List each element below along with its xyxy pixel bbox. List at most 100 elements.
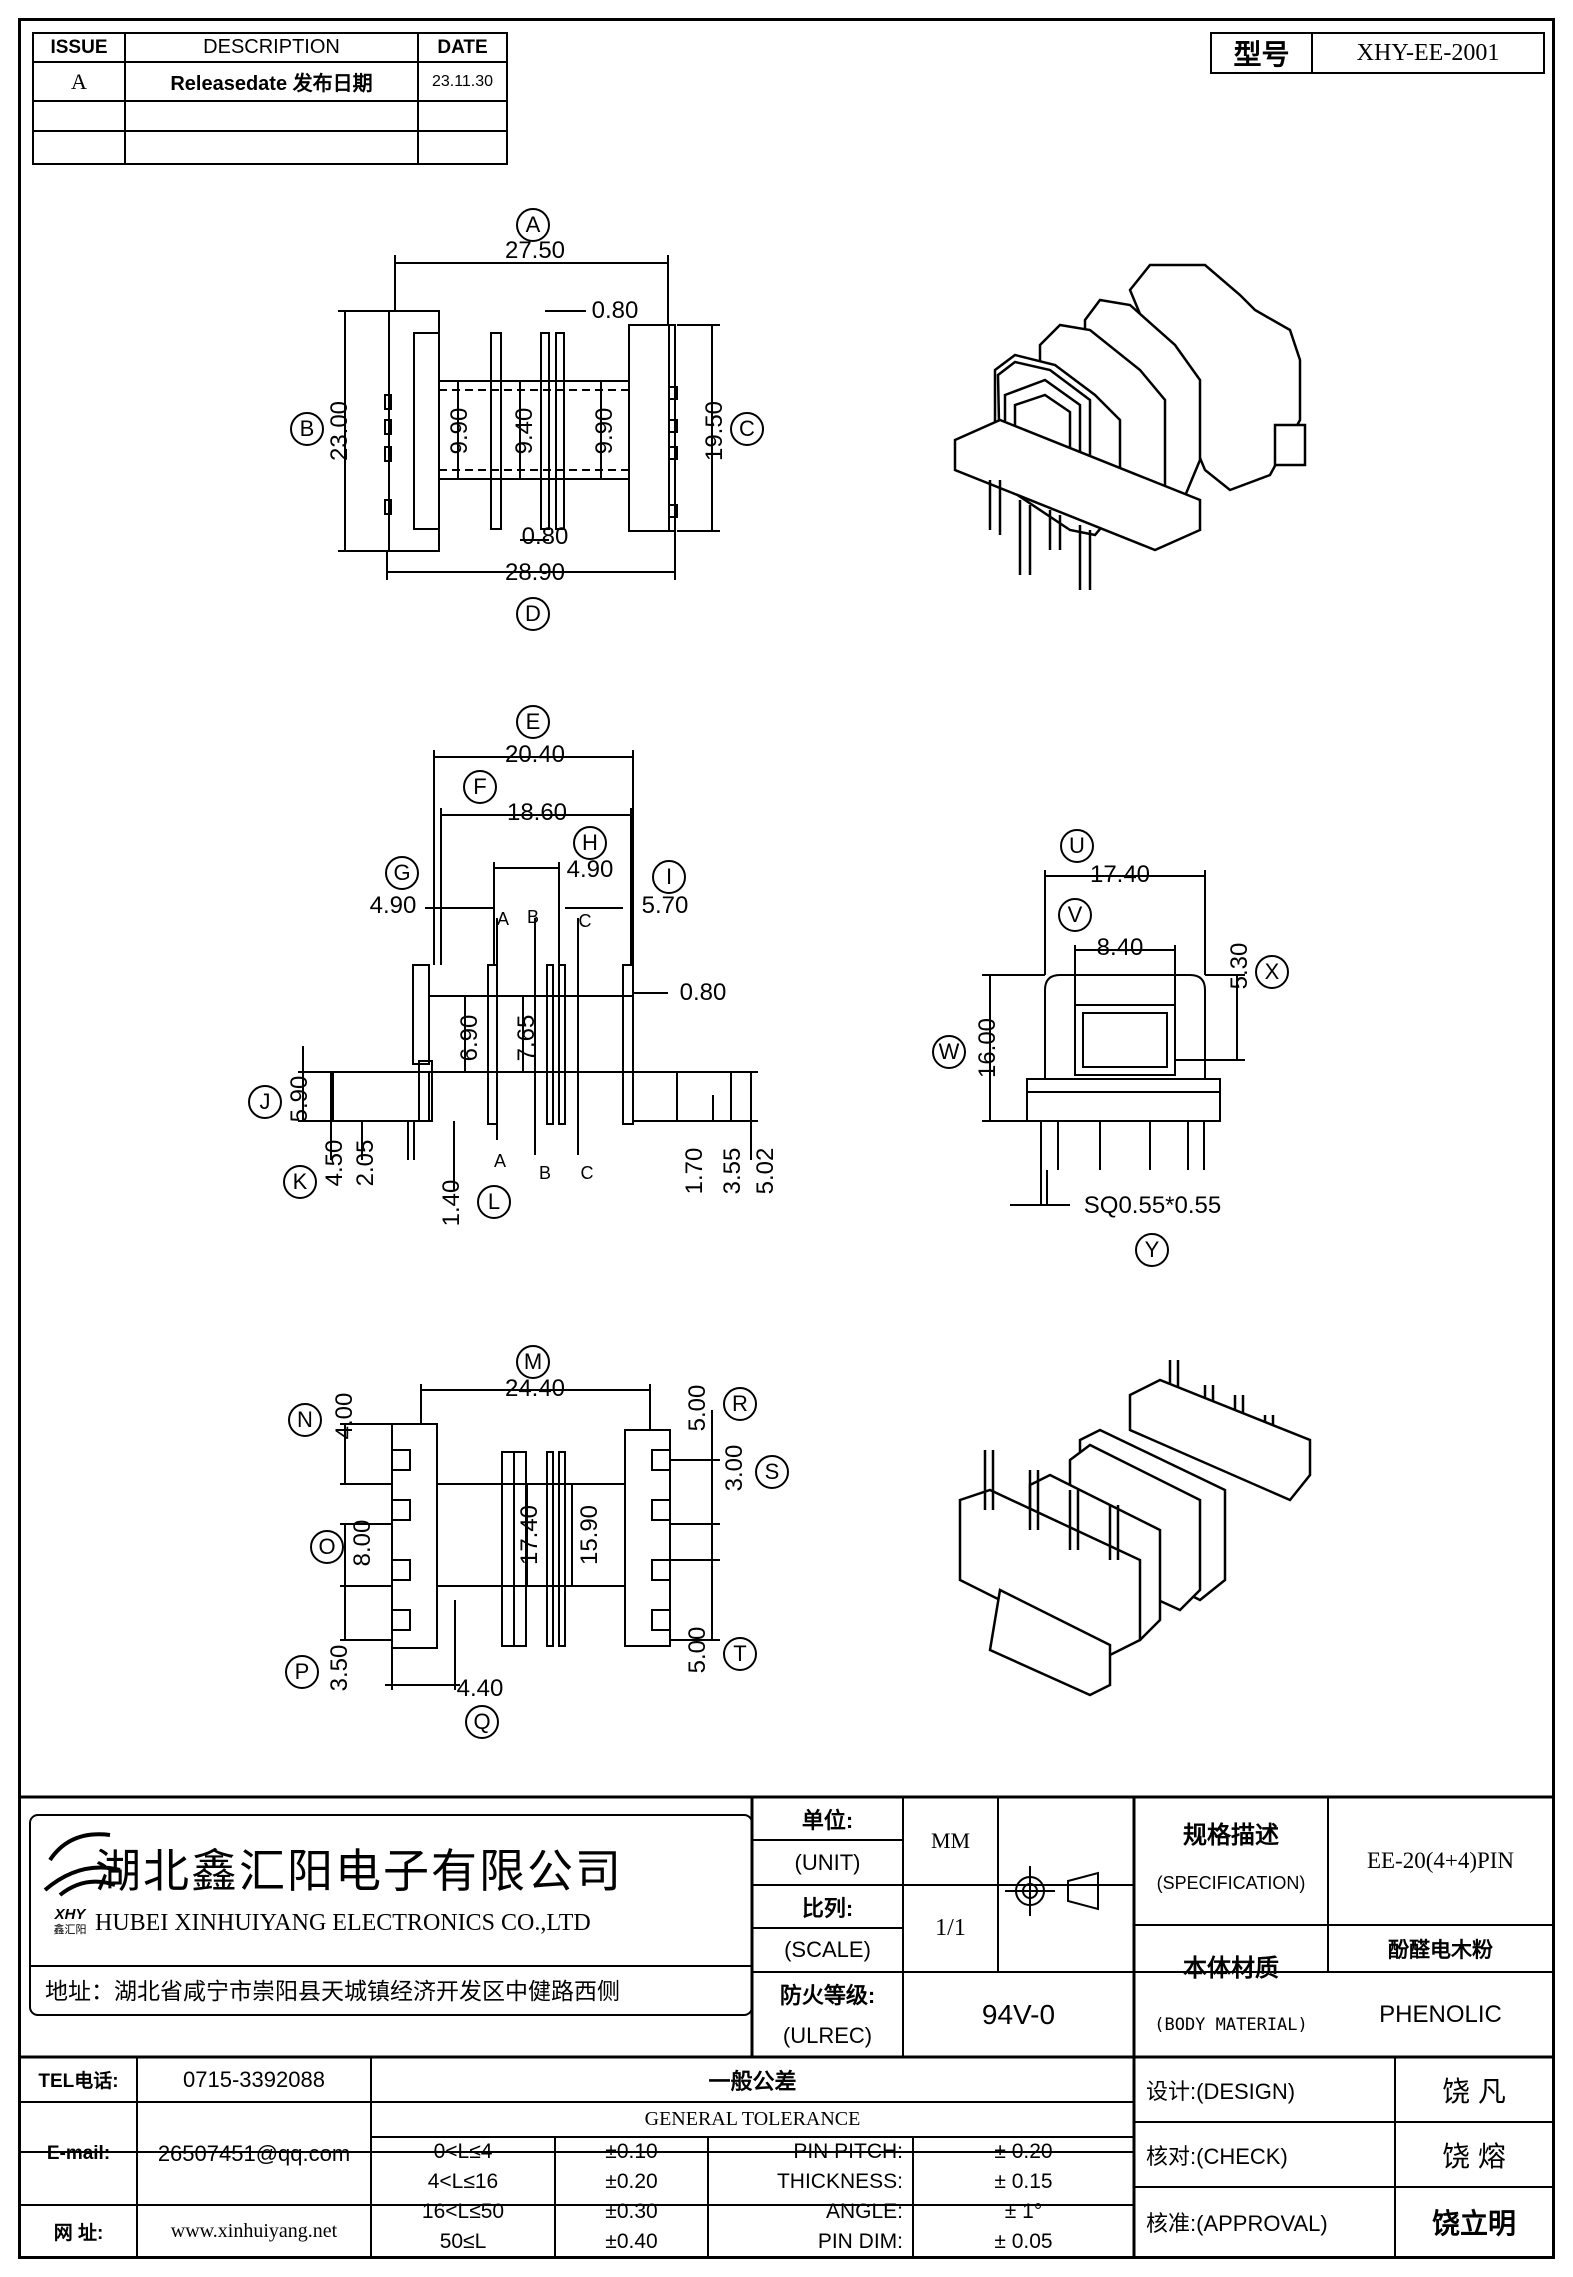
marker-y: Y bbox=[1135, 1233, 1169, 1267]
marker-o: O bbox=[310, 1530, 344, 1564]
tolerance-title-en: GENERAL TOLERANCE bbox=[644, 2108, 861, 2130]
marker-k: K bbox=[283, 1165, 317, 1199]
material-label-cn: 本体材质 bbox=[1183, 1954, 1279, 1982]
unit-label-cn: 单位: bbox=[801, 1807, 854, 1833]
logo-subtext: 鑫汇阳 bbox=[53, 1924, 87, 1936]
approval-name: 饶立明 bbox=[1431, 2208, 1516, 2239]
dim-j: 5.90 bbox=[286, 1075, 313, 1123]
dim-a: 27.50 bbox=[504, 237, 566, 264]
marker-m: M bbox=[516, 1345, 550, 1379]
unit-value: MM bbox=[930, 1828, 971, 1853]
spec-label-cn: 规格描述 bbox=[1183, 1821, 1279, 1849]
dim-q: 4.40 bbox=[456, 1675, 504, 1702]
section-c-bot: C bbox=[580, 1162, 594, 1183]
dim-p: 3.50 bbox=[326, 1644, 353, 1692]
rev-description: Releasedate 发布日期 bbox=[170, 73, 373, 95]
spec-label-en: (SPECIFICATION) bbox=[1156, 1872, 1306, 1893]
marker-a: A bbox=[516, 208, 550, 242]
company-name-en: HUBEI XINHUIYANG ELECTRONICS CO.,LTD bbox=[95, 1909, 591, 1936]
dim-bot-gap: 0.80 bbox=[521, 523, 569, 550]
marker-t: T bbox=[723, 1637, 757, 1671]
logo-text: XHY bbox=[54, 1905, 86, 1923]
marker-v: V bbox=[1058, 898, 1092, 932]
tolerance-val: ± 1° bbox=[1004, 2200, 1043, 2223]
dim-top-gap-2: 0.80 bbox=[679, 979, 727, 1006]
email-label: E-mail: bbox=[46, 2142, 111, 2164]
model-value: XHY-EE-2001 bbox=[1356, 39, 1500, 66]
tolerance-range: 0<L≤4 bbox=[433, 2140, 493, 2163]
section-a-top: A bbox=[496, 908, 509, 929]
marker-c: C bbox=[730, 412, 764, 446]
marker-r: R bbox=[723, 1387, 757, 1421]
marker-j: J bbox=[248, 1085, 282, 1119]
dim-n: 4.00 bbox=[331, 1392, 358, 1440]
tolerance-tol: ±0.20 bbox=[605, 2170, 658, 2193]
dim-core2-b: 15.90 bbox=[576, 1504, 603, 1566]
rev-header-description: DESCRIPTION bbox=[203, 36, 340, 58]
fire-label-en: (ULREC) bbox=[782, 2023, 873, 2048]
dim-t: 5.00 bbox=[684, 1626, 711, 1674]
marker-u: U bbox=[1060, 829, 1094, 863]
dim-r1: 1.70 bbox=[681, 1147, 708, 1195]
dim-k1: 4.50 bbox=[321, 1139, 348, 1187]
design-label: 设计:(DESIGN) bbox=[1146, 2078, 1296, 2104]
marker-f: F bbox=[463, 770, 497, 804]
scale-value: 1/1 bbox=[935, 1915, 966, 1941]
dim-m: 24.40 bbox=[504, 1375, 566, 1402]
company-address: 地址：湖北省咸宁市崇阳县天城镇经济开发区中健路西侧 bbox=[45, 1978, 620, 2004]
tolerance-tol: ±0.30 bbox=[605, 2200, 658, 2223]
marker-e: E bbox=[516, 705, 550, 739]
tel-value: 0715-3392088 bbox=[183, 2066, 325, 2092]
dim-b: 23.00 bbox=[326, 400, 353, 462]
drawing-frame bbox=[18, 18, 1555, 2259]
material-value-cn: 酚醛电木粉 bbox=[1388, 1938, 1493, 1962]
dim-top-gap: 0.80 bbox=[591, 297, 639, 324]
dim-mid-core: 9.40 bbox=[511, 407, 538, 455]
tolerance-val: ± 0.05 bbox=[994, 2230, 1053, 2253]
dim-f: 18.60 bbox=[506, 799, 568, 826]
tolerance-range: 4<L≤16 bbox=[427, 2170, 499, 2193]
dim-g: 4.90 bbox=[369, 892, 417, 919]
tel-label: TEL电话: bbox=[38, 2071, 119, 2092]
rev-header-date: DATE bbox=[437, 36, 488, 58]
web-value[interactable]: www.xinhuiyang.net bbox=[170, 2219, 338, 2242]
section-b-top: B bbox=[526, 906, 539, 927]
dim-l: 1.40 bbox=[438, 1179, 465, 1227]
tolerance-val: ± 0.15 bbox=[994, 2170, 1053, 2193]
section-b-bot: B bbox=[538, 1162, 551, 1183]
marker-n: N bbox=[288, 1403, 322, 1437]
dim-k2: 2.05 bbox=[352, 1139, 379, 1187]
marker-q: Q bbox=[465, 1705, 499, 1739]
marker-s: S bbox=[755, 1455, 789, 1489]
fire-value: 94V-0 bbox=[981, 1998, 1056, 2030]
check-name: 饶 熔 bbox=[1442, 2140, 1506, 2172]
tolerance-item: THICKNESS: bbox=[776, 2170, 903, 2193]
dim-r2: 3.55 bbox=[719, 1147, 746, 1195]
marker-l: L bbox=[477, 1185, 511, 1219]
approval-label: 核准:(APPROVAL) bbox=[1146, 2211, 1328, 2236]
model-label: 型号 bbox=[1233, 39, 1290, 70]
check-label: 核对:(CHECK) bbox=[1146, 2143, 1288, 2169]
dim-u: 17.40 bbox=[1089, 861, 1151, 888]
marker-i: I bbox=[652, 860, 686, 894]
email-value[interactable]: 26507451@qq.com bbox=[157, 2140, 351, 2166]
scale-label-cn: 比列: bbox=[801, 1895, 854, 1921]
marker-h: H bbox=[573, 826, 607, 860]
marker-p: P bbox=[285, 1655, 319, 1689]
tolerance-range: 50≤L bbox=[439, 2230, 487, 2253]
dim-x: 5.30 bbox=[1226, 942, 1253, 990]
dim-core1-b: 17.40 bbox=[516, 1504, 543, 1566]
scale-label-en: (SCALE) bbox=[784, 1937, 871, 1962]
rev-issue: A bbox=[71, 68, 87, 94]
dim-y: SQ0.55*0.55 bbox=[1083, 1192, 1222, 1219]
dim-r3: 5.02 bbox=[752, 1147, 779, 1195]
unit-label-en: (UNIT) bbox=[794, 1849, 861, 1875]
marker-x: X bbox=[1255, 955, 1289, 989]
tolerance-range: 16<L≤50 bbox=[421, 2200, 505, 2223]
marker-g: G bbox=[385, 856, 419, 890]
dim-s: 3.00 bbox=[721, 1444, 748, 1492]
dim-w: 16.00 bbox=[974, 1017, 1001, 1079]
web-label: 网 址: bbox=[53, 2222, 104, 2244]
tolerance-item: ANGLE: bbox=[825, 2200, 903, 2223]
dim-i: 5.70 bbox=[641, 892, 689, 919]
